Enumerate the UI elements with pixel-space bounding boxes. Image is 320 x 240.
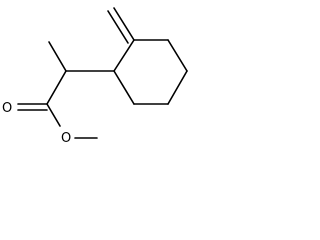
structure-diagram: O O [2, 7, 188, 146]
methylene-double-bond-b [107, 10, 129, 44]
alpha-carbon-methyl-bond [48, 41, 67, 72]
ester-oxygen-label: O [61, 131, 71, 146]
alpha-to-carbonyl-bond [46, 70, 67, 105]
ring-bond-3 [167, 39, 188, 72]
carbonyl-oxygen-label: O [2, 101, 12, 116]
ring-bond-4 [167, 70, 188, 105]
methylene-double-bond-a [113, 7, 135, 41]
ester-single-bond [46, 103, 61, 127]
ring-bond-6 [113, 70, 135, 105]
ring-bond-1 [113, 39, 135, 72]
